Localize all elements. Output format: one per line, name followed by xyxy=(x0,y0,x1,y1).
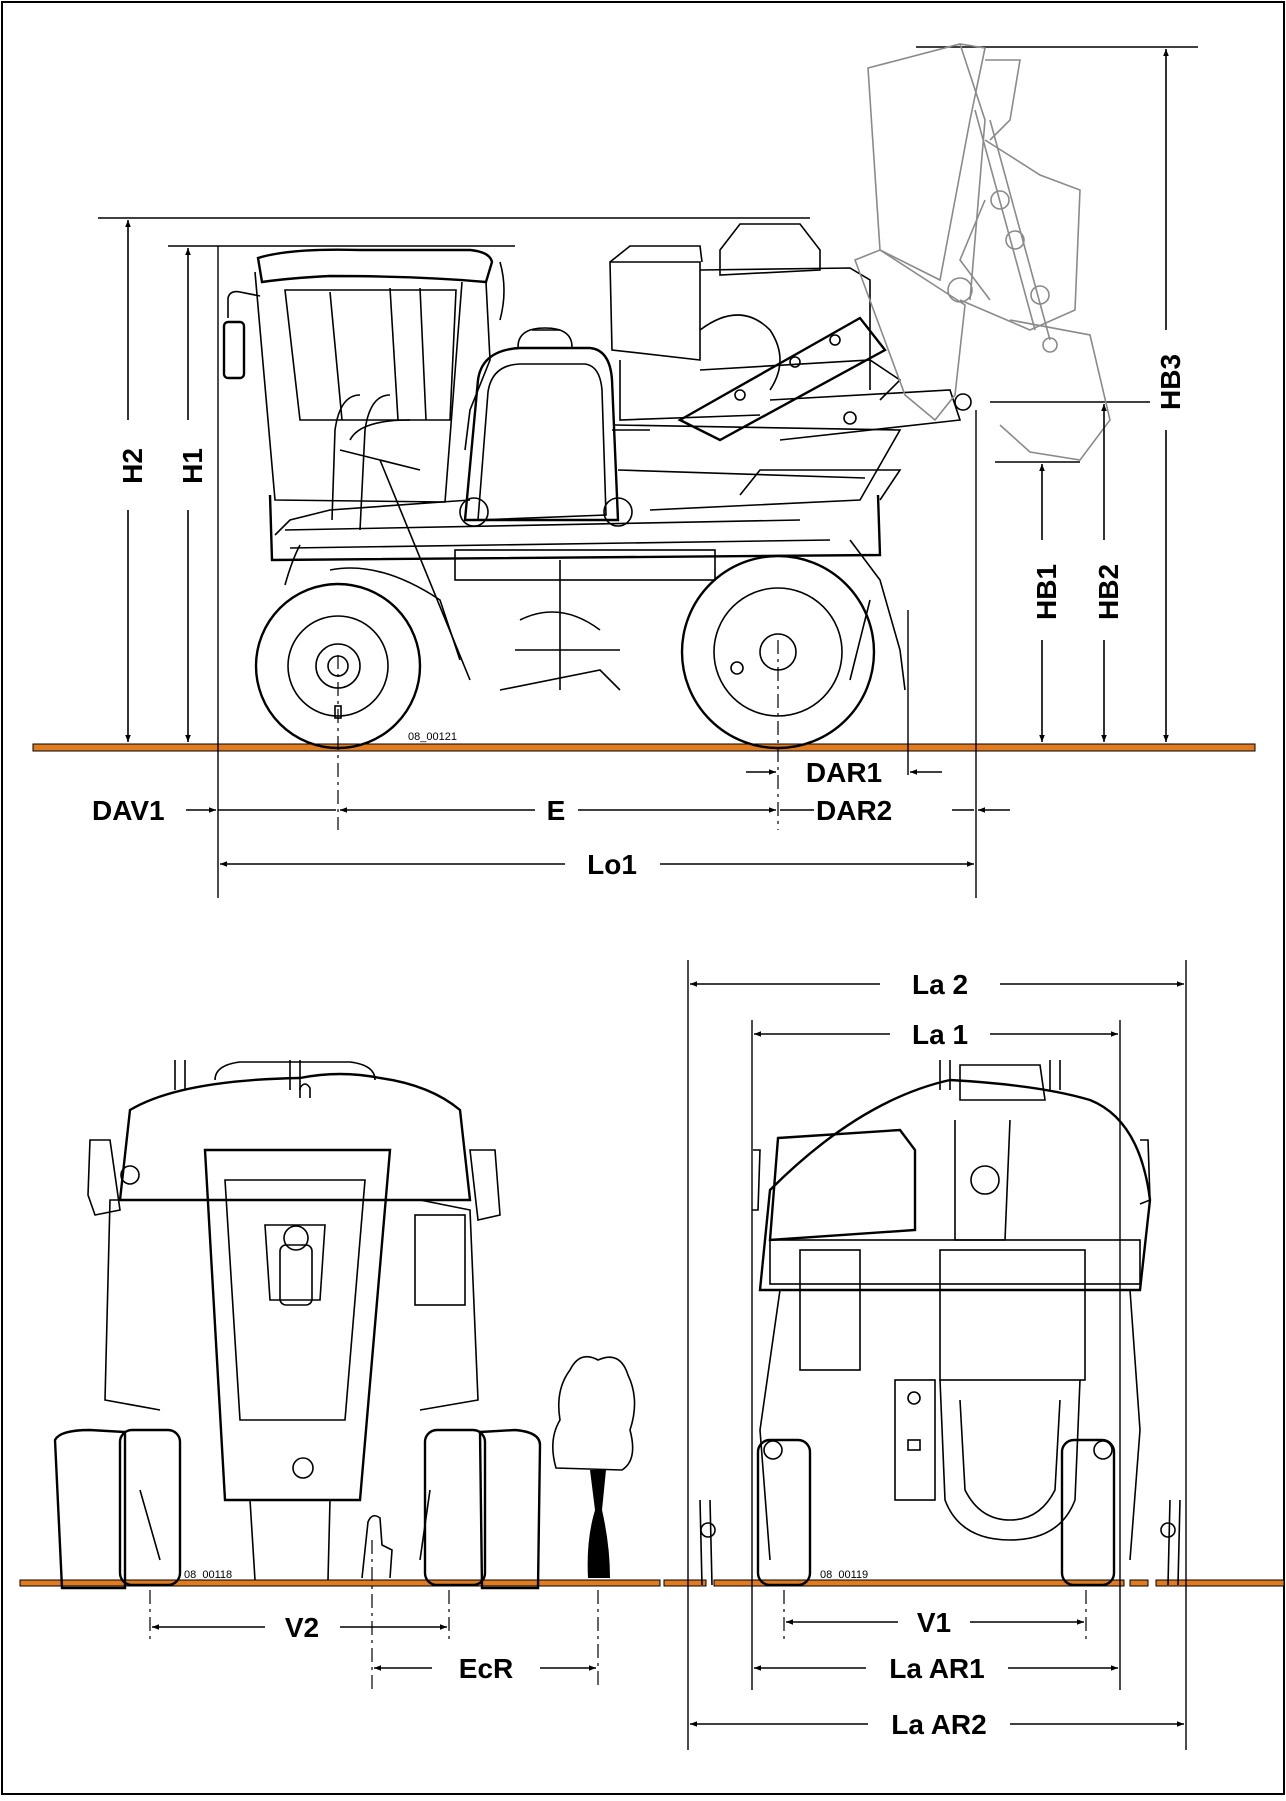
rear-crossbeam xyxy=(769,1239,1141,1285)
laar2-label: La AR2 xyxy=(891,1709,986,1740)
front-steering-wheel xyxy=(283,1225,309,1251)
hb3-label: HB3 xyxy=(1155,354,1186,410)
rear-wheel xyxy=(680,554,876,750)
rear-outer-left-hub xyxy=(700,1522,716,1538)
ground-line-front xyxy=(19,1579,661,1587)
front-roof-top xyxy=(214,1061,376,1081)
dar2-label: DAR2 xyxy=(816,795,892,826)
dar1-label: DAR1 xyxy=(806,757,882,788)
lo1-label: Lo1 xyxy=(587,849,637,880)
rear-shaker-loop xyxy=(939,1379,1081,1541)
rear-left-tyre xyxy=(756,1438,812,1587)
front-seat xyxy=(264,1224,326,1301)
front-outer-right-tyre xyxy=(478,1428,542,1590)
vine-foliage xyxy=(552,1355,636,1471)
v1-label: V1 xyxy=(917,1607,951,1638)
raised-conveyor-ghost xyxy=(853,43,1111,461)
rear-elevator xyxy=(954,1119,1011,1241)
rear-left-light xyxy=(763,1440,783,1460)
la2-label: La 2 xyxy=(912,969,968,1000)
vine-trunk xyxy=(587,1470,610,1578)
vine-stump xyxy=(361,1514,393,1579)
rear-fan xyxy=(970,1165,1000,1195)
rear-right-mirror xyxy=(1139,1139,1151,1205)
rear-block-square xyxy=(907,1439,921,1451)
rear-shaker-inner xyxy=(959,1399,1061,1521)
rear-right-tyre xyxy=(1060,1438,1116,1587)
rear-left-mirror xyxy=(752,1149,761,1211)
rear-left-panel xyxy=(799,1249,861,1371)
engine-hood xyxy=(459,327,650,527)
front-view: 08_00118 V2 EcR xyxy=(19,1060,661,1690)
ground-segment-3 xyxy=(1129,1579,1149,1587)
front-left-tyre xyxy=(118,1428,182,1587)
h2-label: H2 xyxy=(117,448,148,484)
ground-segment-1 xyxy=(663,1579,707,1587)
rear-posts xyxy=(939,1060,1061,1090)
e-label: E xyxy=(547,795,566,826)
front-inner-legs xyxy=(249,1499,331,1581)
rear-view: 08_00119 La 2 La 1 V1 La AR1 La AR2 xyxy=(663,960,1285,1750)
v2-label: V2 xyxy=(285,1612,319,1643)
laar1-label: La AR1 xyxy=(889,1653,984,1684)
harvesting-head-top xyxy=(609,223,962,442)
rear-legs xyxy=(759,1289,1141,1561)
ground-segment-2 xyxy=(713,1579,1125,1587)
hb1-label: HB1 xyxy=(1031,564,1062,620)
front-drawing-ref: 08_00118 xyxy=(184,1569,232,1581)
front-windshield xyxy=(224,1179,366,1421)
rear-outer-right-hub xyxy=(1160,1522,1176,1538)
cab xyxy=(222,248,505,681)
rear-top-unit xyxy=(959,1064,1046,1101)
front-wheel xyxy=(254,582,422,750)
side-drawing-ref: 08_00121 xyxy=(408,731,457,743)
rear-outer-left-tyre xyxy=(699,1499,713,1586)
rear-drawing-ref: 08_00119 xyxy=(820,1569,868,1581)
la1-label: La 1 xyxy=(912,1019,968,1050)
ecr-label: EcR xyxy=(459,1653,513,1684)
front-left-mirror xyxy=(87,1139,121,1216)
front-cab-outline xyxy=(203,1148,392,1502)
front-steering-column xyxy=(279,1244,313,1306)
front-mirror-posts xyxy=(174,1060,301,1090)
rear-block-dot xyxy=(907,1391,921,1405)
rear-outer-right-tyre xyxy=(1167,1499,1181,1586)
front-right-frame xyxy=(419,1199,479,1411)
front-beacon xyxy=(299,1083,311,1098)
rear-hopper xyxy=(768,1128,917,1242)
ground-segment-4 xyxy=(1155,1579,1285,1587)
ground-line-side xyxy=(32,743,1256,752)
side-view: 08_00121 H2 H1 HB1 HB2 HB3 DAV1 E DAR2 D… xyxy=(32,43,1256,898)
chassis xyxy=(268,424,906,691)
front-right-mirror xyxy=(469,1149,501,1221)
rear-control-block xyxy=(894,1379,936,1501)
front-side-box xyxy=(414,1214,466,1306)
front-left-frame xyxy=(104,1199,161,1411)
front-left-mirror-disc xyxy=(120,1165,140,1185)
hb2-label: HB2 xyxy=(1093,564,1124,620)
dav1-label: DAV1 xyxy=(92,795,165,826)
rear-body-top xyxy=(758,1078,1152,1292)
front-outer-left-tyre xyxy=(53,1428,127,1590)
front-roof xyxy=(118,1072,472,1202)
h1-label: H1 xyxy=(177,448,208,484)
front-right-tyre xyxy=(423,1428,487,1587)
front-logo-badge xyxy=(292,1457,314,1479)
rear-center-frame xyxy=(939,1249,1086,1381)
